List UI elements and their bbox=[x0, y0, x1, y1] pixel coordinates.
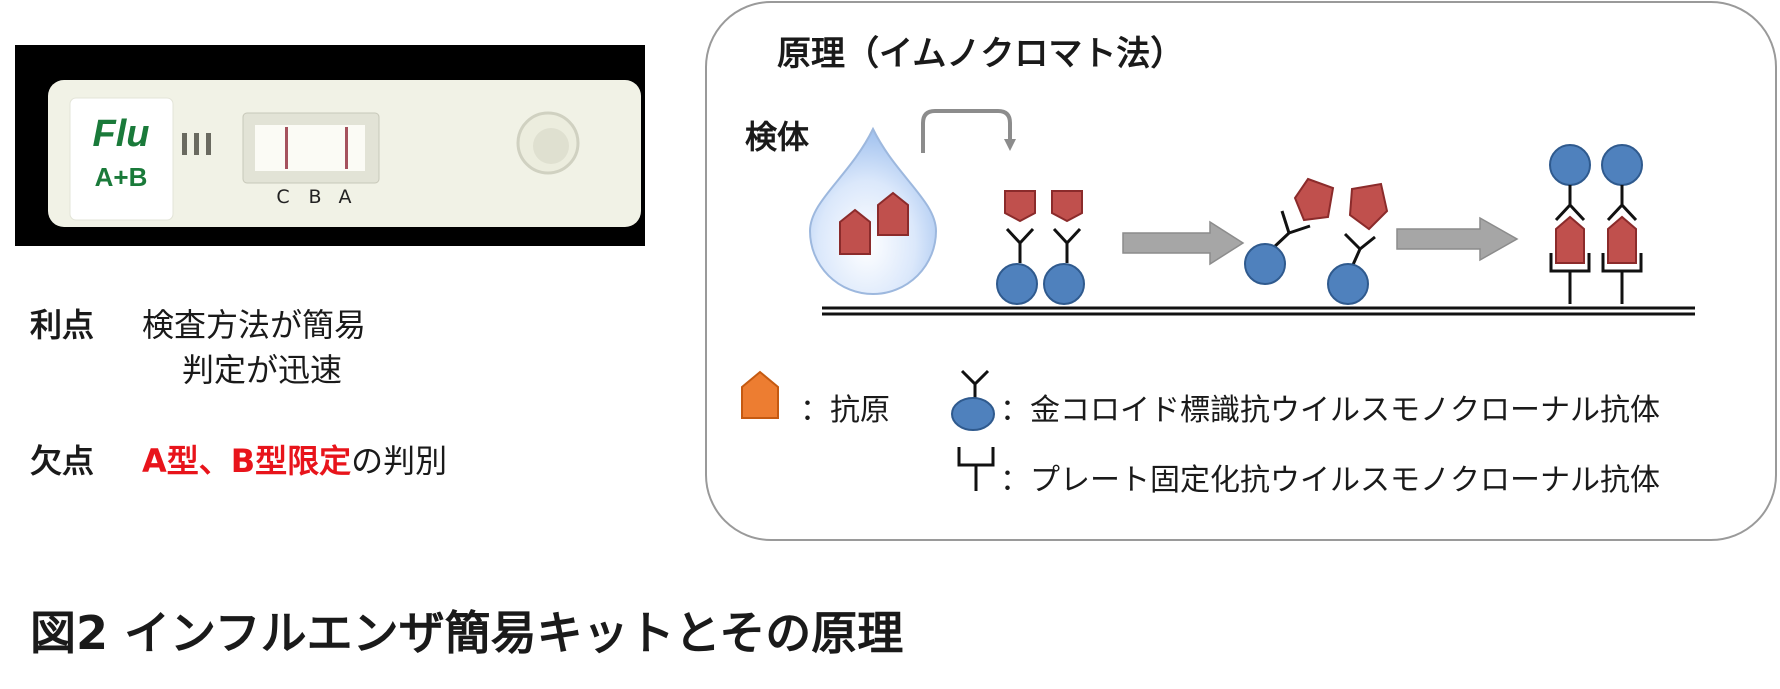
flow-arrow-icon bbox=[1396, 216, 1519, 262]
legend-plate-antibody: ：プレート固定化抗ウイルスモノクローナル抗体 bbox=[1000, 463, 1660, 498]
disadvantage-text: A型、B型限定の判別 bbox=[142, 436, 447, 482]
figure-caption: 図2 インフルエンザ簡易キットとその原理 bbox=[30, 606, 904, 660]
advantage-line-2: 判定が迅速 bbox=[182, 351, 343, 389]
principle-panel bbox=[705, 1, 1777, 541]
captured-complex-2 bbox=[1601, 144, 1643, 304]
migrating-complex-2 bbox=[1327, 182, 1389, 305]
curved-arrow-icon bbox=[921, 109, 1016, 153]
lane-label-b: B bbox=[308, 186, 321, 208]
principle-title: 原理（イムノクロマト法） bbox=[777, 34, 1185, 74]
legend-gold-antibody: ：金コロイド標識抗ウイルスモノクローナル抗体 bbox=[1000, 393, 1660, 428]
kit-type-text: A+B bbox=[95, 162, 148, 192]
flow-arrow-icon bbox=[1122, 220, 1245, 266]
antibody-antigen-complex-2 bbox=[1043, 190, 1085, 305]
control-line bbox=[285, 127, 288, 169]
disadvantage-label: 欠点 bbox=[30, 442, 95, 480]
result-strip bbox=[255, 125, 365, 171]
captured-complex-1 bbox=[1549, 144, 1591, 304]
kit-label-panel bbox=[69, 97, 174, 221]
advantage-line-1: 検査方法が簡易 bbox=[142, 306, 367, 344]
grip-mark bbox=[182, 133, 187, 155]
kit-brand-text: Flu bbox=[93, 113, 150, 155]
sample-well-inner bbox=[533, 128, 569, 164]
specimen-label: 検体 bbox=[745, 118, 810, 156]
disadvantage-rest: の判別 bbox=[351, 442, 448, 480]
grip-mark bbox=[206, 133, 211, 155]
antigen-legend-icon bbox=[741, 370, 779, 419]
antigen-icon bbox=[877, 191, 909, 236]
disadvantage-highlight: A型、B型限定 bbox=[142, 442, 352, 480]
test-kit-photo: Flu A+B C B A bbox=[15, 45, 645, 246]
plate-antibody-legend-icon bbox=[957, 447, 995, 491]
lane-label-a: A bbox=[339, 186, 352, 208]
gold-antibody-legend-icon bbox=[951, 369, 995, 431]
migrating-complex-1 bbox=[1244, 177, 1335, 285]
legend-antigen: ：抗原 bbox=[800, 393, 890, 428]
immunochromatography-diagram bbox=[741, 109, 1695, 491]
antibody-antigen-complex-1 bbox=[996, 190, 1038, 305]
grip-mark bbox=[194, 133, 199, 155]
specimen-drop-icon bbox=[808, 126, 938, 295]
advantage-label: 利点 bbox=[30, 306, 95, 344]
lane-label-c: C bbox=[276, 186, 289, 208]
antigen-icon bbox=[839, 208, 871, 255]
test-line bbox=[345, 127, 348, 169]
